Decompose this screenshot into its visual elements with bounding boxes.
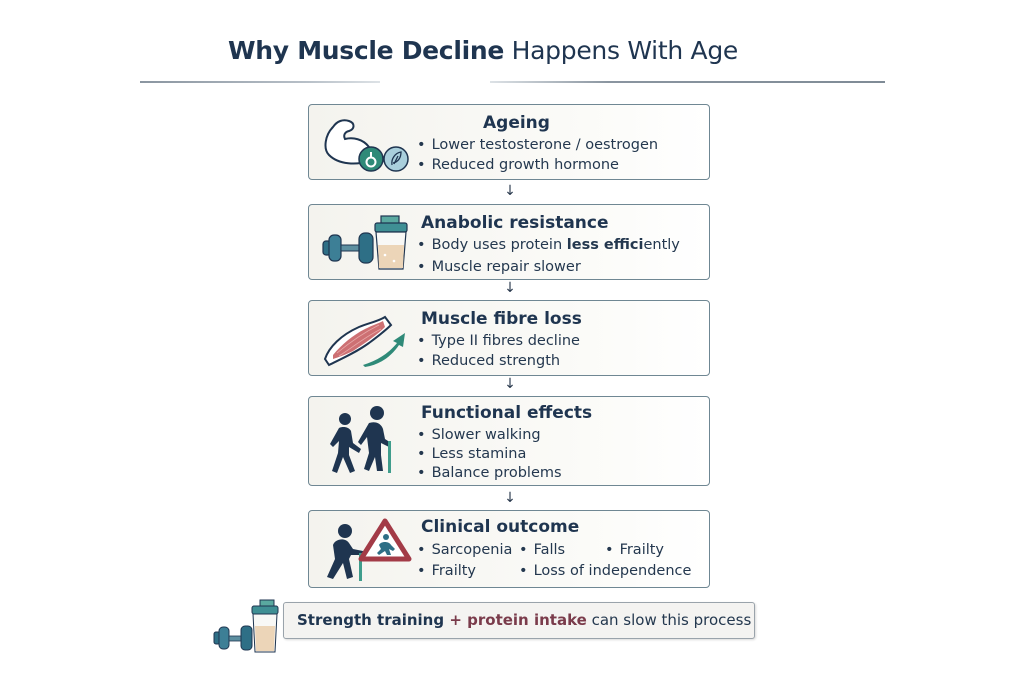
- muscle-fibre-arrow-icon: [319, 307, 414, 375]
- step-line: •Falls: [519, 542, 566, 558]
- summary-text: Strength training + protein intake can s…: [297, 611, 752, 629]
- step-functional-effects: Functional effects •Slower walking •Less…: [308, 396, 710, 486]
- step-heading: Anabolic resistance: [421, 213, 609, 233]
- step-line: •Body uses protein less efficiently: [417, 237, 680, 253]
- step-line: •Sarcopenia: [417, 542, 513, 558]
- step-line: •Reduced growth hormone: [417, 157, 619, 173]
- step-heading: Ageing: [483, 113, 550, 133]
- step-line: •Lower testosterone / oestrogen: [417, 137, 659, 153]
- flow-arrow: ↓: [504, 183, 516, 199]
- flow-arrow: ↓: [504, 490, 516, 506]
- title-regular: Happens With Age: [504, 36, 739, 65]
- dumbbell-protein-shaker-icon: [212, 598, 282, 660]
- title-bold: Why Muscle Decline: [228, 36, 505, 65]
- summary-banner: Strength training + protein intake can s…: [283, 602, 755, 639]
- step-line: •Frailty: [417, 563, 477, 579]
- step-heading: Clinical outcome: [421, 517, 580, 537]
- walking-people-icon: [319, 401, 414, 485]
- title-divider-left: [140, 81, 380, 83]
- dumbbell-protein-shaker-icon: [319, 211, 414, 279]
- elderly-fall-warning-icon: [319, 515, 414, 589]
- step-heading: Muscle fibre loss: [421, 309, 582, 329]
- step-line: •Less stamina: [417, 446, 527, 462]
- step-ageing: Ageing •Lower testosterone / oestrogen •…: [308, 104, 710, 180]
- step-muscle-fibre-loss: Muscle fibre loss •Type II fibres declin…: [308, 300, 710, 376]
- step-clinical-outcome: Clinical outcome •Sarcopenia •Falls •Fra…: [308, 510, 710, 588]
- step-anabolic-resistance: Anabolic resistance •Body uses protein l…: [308, 204, 710, 280]
- title-divider-right: [490, 81, 885, 83]
- step-line: •Frailty: [605, 542, 665, 558]
- flow-arrow: ↓: [504, 280, 516, 296]
- step-line: •Loss of independence: [519, 563, 692, 579]
- page-title: Why Muscle Decline Happens With Age: [0, 36, 966, 65]
- step-line: •Muscle repair slower: [417, 259, 581, 275]
- step-line: •Reduced strength: [417, 353, 561, 369]
- step-line: •Slower walking: [417, 427, 541, 443]
- flexed-arm-hormone-icon: [319, 111, 414, 179]
- step-line: •Type II fibres decline: [417, 333, 580, 349]
- flow-arrow: ↓: [504, 376, 516, 392]
- step-heading: Functional effects: [421, 403, 593, 423]
- step-line: •Balance problems: [417, 465, 562, 481]
